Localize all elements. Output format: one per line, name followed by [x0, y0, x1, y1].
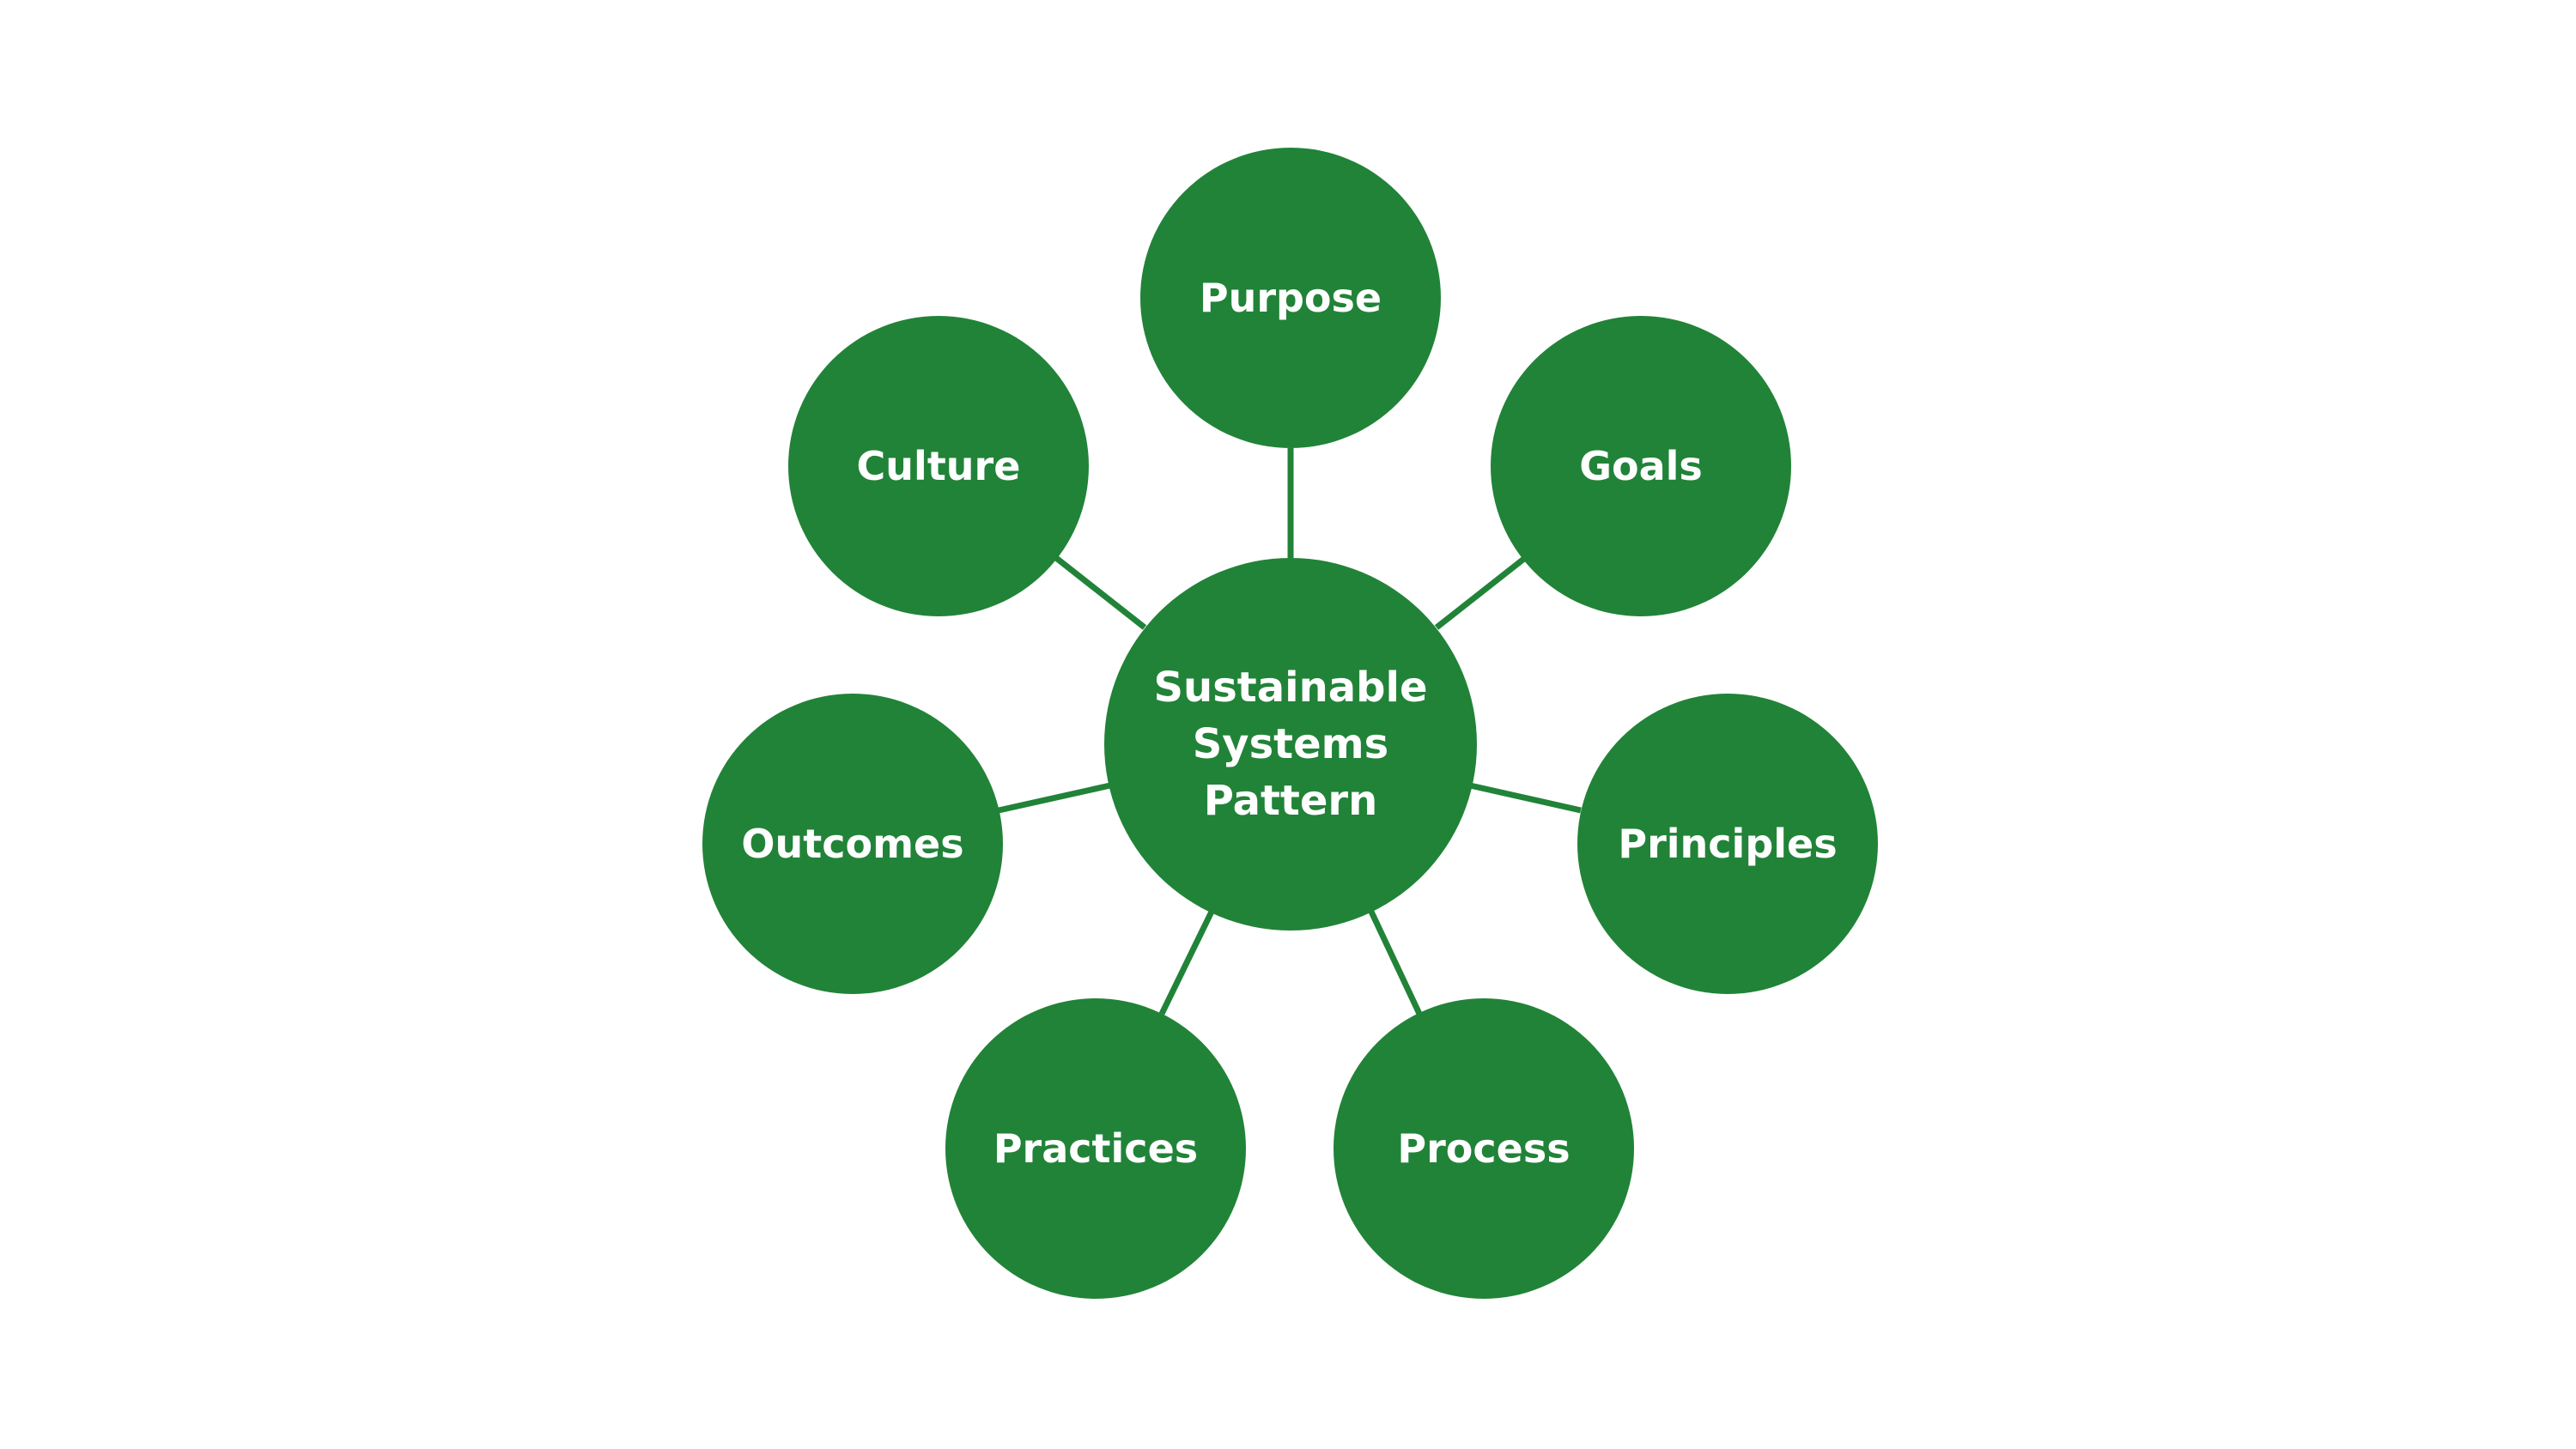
- outer-node-group: Purpose Goals Principles Process Practic…: [702, 148, 1878, 1299]
- center-label-line-3: Pattern: [1204, 777, 1378, 825]
- connector-outcomes: [998, 782, 1111, 814]
- connector-practices: [1158, 910, 1215, 1016]
- node-process-label: Process: [1397, 1125, 1570, 1172]
- node-culture-label: Culture: [857, 443, 1021, 489]
- node-goals-circle: [1491, 316, 1791, 616]
- node-purpose: Purpose: [1140, 148, 1441, 448]
- node-process: Process: [1334, 998, 1634, 1299]
- node-practices-circle: [945, 998, 1246, 1299]
- node-principles: Principles: [1577, 694, 1878, 994]
- center-label-line-2: Systems: [1193, 720, 1389, 768]
- node-purpose-label: Purpose: [1200, 275, 1382, 321]
- node-culture: Culture: [788, 316, 1089, 616]
- node-outcomes-label: Outcomes: [741, 821, 963, 867]
- node-practices-label: Practices: [993, 1125, 1198, 1172]
- node-goals: Goals: [1491, 316, 1791, 616]
- connector-process: [1368, 910, 1423, 1016]
- connector-principles: [1469, 782, 1582, 814]
- node-goals-label: Goals: [1579, 443, 1703, 489]
- node-process-circle: [1334, 998, 1634, 1299]
- node-outcomes: Outcomes: [702, 694, 1003, 994]
- connector-group: [998, 448, 1582, 1016]
- node-purpose-circle: [1140, 148, 1441, 448]
- connector-goals: [1434, 555, 1528, 630]
- connector-culture: [1054, 555, 1147, 630]
- node-outcomes-circle: [702, 694, 1003, 994]
- center-label-line-1: Sustainable: [1153, 664, 1427, 712]
- node-principles-label: Principles: [1618, 821, 1837, 867]
- node-practices: Practices: [945, 998, 1246, 1299]
- node-principles-circle: [1577, 694, 1878, 994]
- node-culture-circle: [788, 316, 1089, 616]
- center-node-circle: [1104, 558, 1477, 931]
- center-node: Sustainable Systems Pattern: [1104, 558, 1477, 931]
